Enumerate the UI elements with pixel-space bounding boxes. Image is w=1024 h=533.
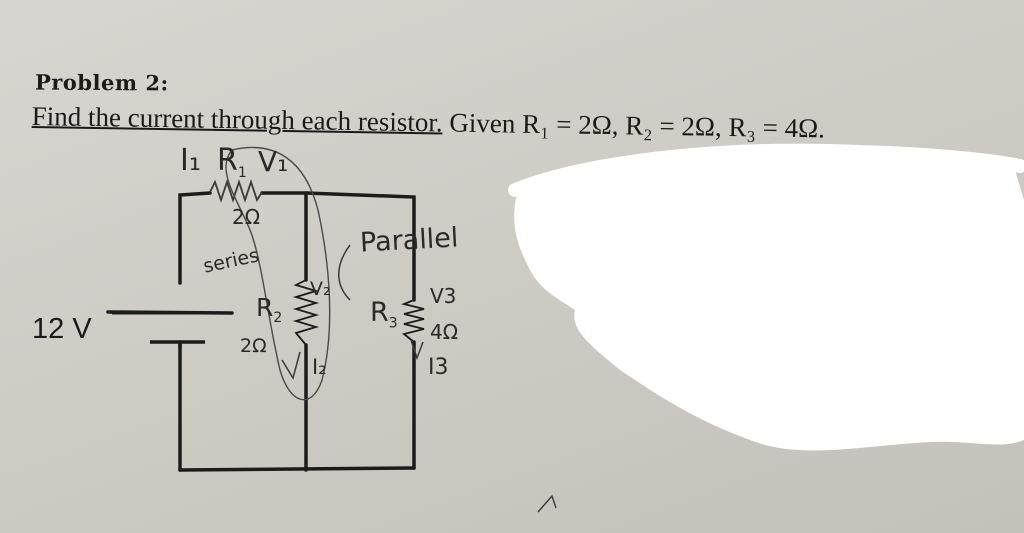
- r3-label: R3: [370, 297, 398, 331]
- series-loop-sketch: [225, 146, 331, 401]
- i3-label: I3: [428, 355, 449, 380]
- r1-value-label: 2Ω: [232, 205, 261, 229]
- v1-label: V₁: [258, 145, 289, 178]
- r3-value-label: 4Ω: [430, 320, 459, 344]
- redaction-fill: [514, 152, 1024, 451]
- i2-arrow-sketch: [281, 351, 301, 380]
- parallel-arc-sketch: [338, 244, 351, 301]
- redaction-scribble: [508, 143, 1024, 451]
- v2-label: V₂: [310, 278, 331, 300]
- resistor-r2-symbol: [292, 279, 320, 346]
- i2-label: I₂: [312, 355, 327, 379]
- r1-label: R1: [217, 143, 247, 181]
- r3-name: R: [370, 297, 389, 328]
- resistor-r1-symbol: [209, 179, 263, 203]
- i1-label: I₁: [180, 143, 201, 178]
- r2-name: R: [256, 293, 274, 322]
- source-voltage-label: 12 V: [32, 313, 92, 345]
- i3-arrow-sketch: [410, 339, 424, 361]
- mark-arrow-bottom: [537, 494, 557, 513]
- wire-top-right: [304, 191, 416, 302]
- v3-label: V3: [430, 284, 457, 308]
- r1-subscript: 1: [237, 165, 247, 181]
- r1-name: R: [217, 143, 238, 178]
- redaction-edge-stroke-lower: [589, 289, 711, 381]
- r2-subscript: 2: [273, 310, 283, 326]
- wire-left-top: [178, 191, 212, 285]
- wire-bottom: [178, 466, 416, 472]
- r2-value-label: 2Ω: [240, 335, 267, 357]
- redaction-edge-stroke: [508, 143, 1024, 197]
- wire-top-middle: [260, 191, 308, 282]
- parallel-note: Parallel: [359, 222, 460, 259]
- r2-label: R2: [256, 293, 282, 326]
- r3-subscript: 3: [388, 315, 398, 332]
- resistor-r3-symbol: [401, 299, 425, 343]
